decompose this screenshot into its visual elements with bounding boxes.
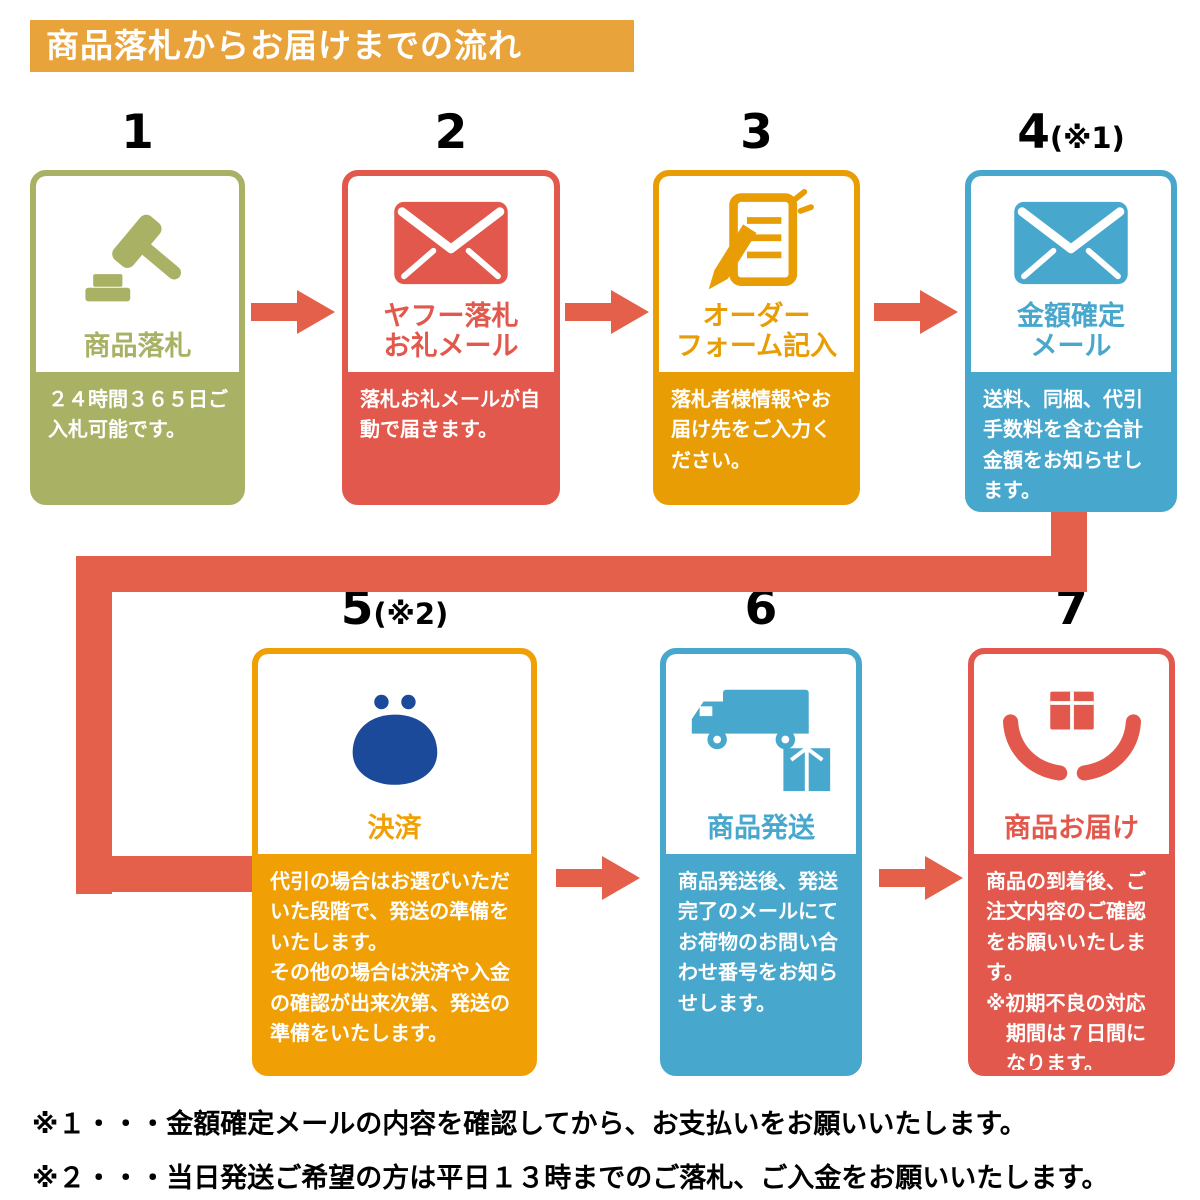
purse-icon (337, 666, 452, 810)
step-number-3: 3 (740, 105, 773, 160)
step-card-7: 商品お届け 商品の到着後、ご注文内容のご確認をお願いいたします。 ※初期不良の対… (968, 648, 1175, 1076)
step-description: ２４時間３６５日ご入札可能です。 (36, 372, 239, 499)
arrow-right-icon (874, 290, 958, 334)
step-title: オーダーフォーム記入 (675, 300, 838, 362)
step-description: 商品発送後、発送完了のメールにてお荷物のお問い合わせ番号をお知らせします。 (666, 854, 856, 1070)
mail-icon (392, 188, 510, 298)
truck-icon (686, 666, 836, 810)
step-title: 金額確定メール (1017, 300, 1125, 362)
flow-connector-segment (76, 856, 252, 892)
step-title: ヤフー落札お礼メール (383, 300, 519, 362)
page-title: 商品落札からお届けまでの流れ (30, 20, 634, 72)
mail-icon (1012, 188, 1130, 298)
step-description: 落札お礼メールが自動で届きます。 (348, 372, 554, 499)
step-description: 落札者様情報やお届け先をご入力ください。 (659, 372, 854, 499)
step-description: 商品の到着後、ご注文内容のご確認をお願いいたします。 ※初期不良の対応期間は７日… (974, 854, 1169, 1070)
order-form-icon (699, 188, 814, 298)
arrow-right-icon (879, 856, 963, 900)
step-card-2: ヤフー落札お礼メール 落札お礼メールが自動で届きます。 (342, 170, 560, 505)
step-title: 商品落札 (83, 330, 192, 362)
step-card-3: オーダーフォーム記入 落札者様情報やお届け先をご入力ください。 (653, 170, 860, 505)
step-number-1: 1 (121, 105, 154, 160)
step-card-4: 金額確定メール 送料、同梱、代引手数料を含む合計金額をお知らせします。 (965, 170, 1177, 512)
footnote-1: ※１・・・金額確定メールの内容を確認してから、お支払いをお願いいたします。 (32, 1109, 1027, 1140)
step-title: 商品お届け (1004, 812, 1139, 844)
footnote-2: ※２・・・当日発送ご希望の方は平日１３時までのご落札、ご入金をお願いいたします。 (32, 1163, 1109, 1194)
step-description: 代引の場合はお選びいただいた段階で、発送の準備をいたします。 その他の場合は決済… (258, 854, 531, 1070)
flow-connector-segment (76, 556, 1087, 592)
step-card-1: 商品落札 ２４時間３６５日ご入札可能です。 (30, 170, 245, 505)
step-number-2: 2 (434, 105, 468, 160)
step-number-4: 4(※1) (1017, 105, 1125, 160)
step-card-6: 商品発送 商品発送後、発送完了のメールにてお荷物のお問い合わせ番号をお知らせしま… (660, 648, 862, 1076)
delivery-hands-icon (997, 666, 1147, 810)
flow-connector-segment (76, 556, 112, 894)
step-description: 送料、同梱、代引手数料を含む合計金額をお知らせします。 (971, 372, 1171, 506)
step-card-5: 決済 代引の場合はお選びいただいた段階で、発送の準備をいたします。 その他の場合… (252, 648, 537, 1076)
gavel-icon (79, 188, 197, 328)
step-title: 商品発送 (707, 812, 815, 844)
step-title: 決済 (367, 812, 422, 844)
arrow-right-icon (251, 290, 335, 334)
arrow-right-icon (556, 856, 640, 900)
arrow-right-icon (565, 290, 649, 334)
